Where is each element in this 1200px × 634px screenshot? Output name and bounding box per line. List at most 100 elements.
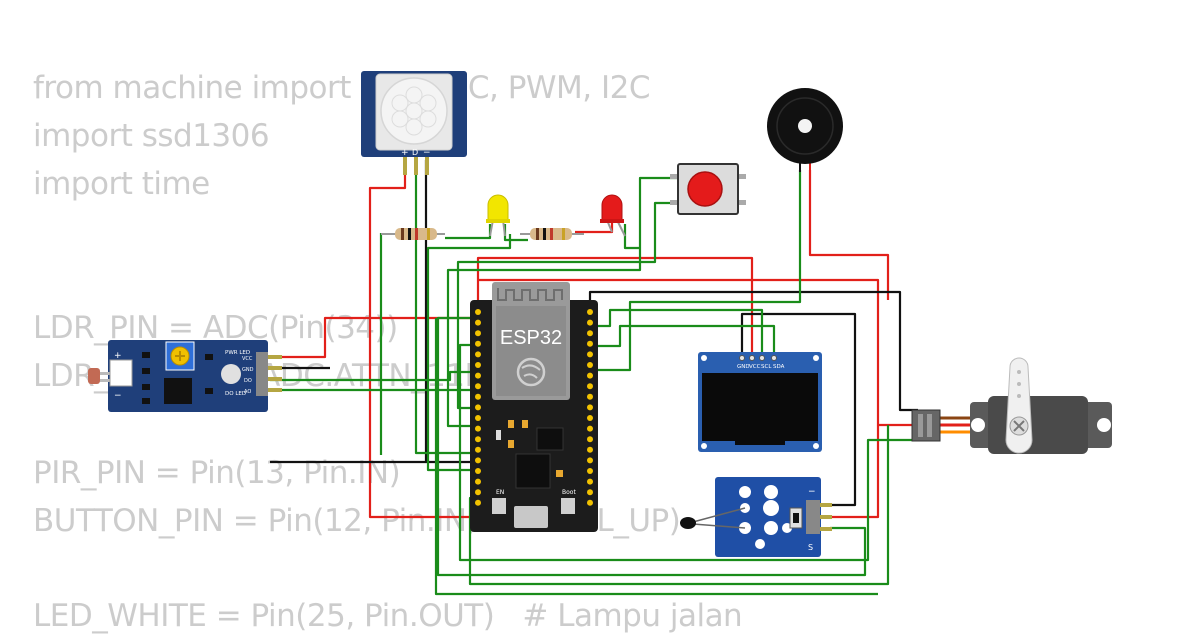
- esp32-pin[interactable]: [475, 404, 481, 411]
- wires: [270, 160, 975, 596]
- esp32-label: ESP32: [500, 327, 562, 349]
- ldr-pin-vcc: VCC: [242, 356, 253, 362]
- esp32-pin[interactable]: [475, 457, 481, 464]
- usb-port: [514, 506, 548, 528]
- esp32-pin[interactable]: [475, 468, 481, 474]
- esp32-pin[interactable]: [587, 340, 593, 347]
- wire-buzzer-red: [808, 170, 890, 300]
- esp32-pin[interactable]: [475, 372, 481, 379]
- esp32-pin[interactable]: [587, 351, 593, 358]
- esp32-pin[interactable]: [475, 340, 481, 347]
- esp32-pin[interactable]: [587, 362, 593, 368]
- esp32-pin[interactable]: [587, 309, 593, 315]
- wire-led-red: [575, 223, 614, 234]
- wire-buzzer: [590, 170, 802, 372]
- ldr-pin-ao: AO: [244, 389, 251, 395]
- esp32-pin[interactable]: [587, 372, 593, 379]
- pir-dome-icon: [380, 77, 448, 145]
- esp32-board[interactable]: ESP32 EN Boot: [470, 282, 598, 532]
- esp32-pin[interactable]: [475, 436, 481, 443]
- servo-motor[interactable]: [911, 357, 1112, 454]
- pir-pin-d: D: [412, 148, 418, 157]
- espressif-logo-icon: [516, 357, 546, 387]
- button-cap-icon: [687, 171, 723, 207]
- wire-servo-sig: [458, 343, 918, 562]
- wire-bottom-loop2: [434, 318, 878, 596]
- esp32-pin[interactable]: [475, 362, 481, 368]
- esp32-pin[interactable]: [475, 393, 481, 400]
- esp32-pin[interactable]: [475, 446, 481, 453]
- esp32-pins-right: [587, 309, 593, 506]
- esp32-pin[interactable]: [587, 478, 593, 485]
- esp32-pin[interactable]: [587, 404, 593, 411]
- esp32-pin[interactable]: [475, 309, 481, 315]
- en-button[interactable]: [492, 498, 506, 514]
- wire-oled-sda: [590, 324, 776, 358]
- esp32-pin[interactable]: [475, 489, 481, 496]
- wire-pir-vcc: [368, 160, 478, 519]
- esp32-pin[interactable]: [587, 468, 593, 474]
- code-line-2: import ssd1306: [33, 118, 270, 154]
- wire-ntc-vcc: [830, 425, 880, 519]
- wire-ldr-do: [270, 370, 478, 382]
- ldr-pin-gnd: GND: [242, 367, 254, 373]
- ntc-module[interactable]: − S: [680, 477, 832, 557]
- esp32-pin[interactable]: [475, 330, 481, 337]
- esp32-pin[interactable]: [475, 319, 481, 326]
- led-red[interactable]: [600, 194, 626, 237]
- pir-sensor[interactable]: + D −: [361, 71, 467, 175]
- ldr-module[interactable]: + − PWR LED DO LED VCC GND DO AO: [88, 340, 282, 412]
- buzzer[interactable]: [767, 88, 843, 172]
- wire-vcc-bus: [476, 256, 754, 318]
- wire-res2: [426, 234, 512, 472]
- esp32-pin[interactable]: [587, 393, 593, 400]
- ldr-pwr-led-label: PWR LED: [225, 350, 250, 356]
- esp32-pin[interactable]: [587, 499, 593, 506]
- pir-pin-minus: −: [423, 148, 431, 158]
- resistor-2[interactable]: [520, 228, 584, 240]
- wire-led-yellow: [445, 224, 492, 240]
- boot-button[interactable]: [561, 498, 575, 514]
- esp32-pins-left: [475, 309, 481, 506]
- ntc-pin-s: S: [808, 543, 813, 552]
- oled-screen: [702, 373, 818, 441]
- esp32-pin[interactable]: [587, 489, 593, 496]
- ldr-pin-plus: +: [114, 351, 122, 361]
- oled-pin-scl: SCL: [761, 364, 772, 370]
- wire-button-2: [456, 201, 680, 410]
- wire-ldr-vcc: [270, 316, 478, 359]
- wire-ntc-s: [436, 316, 867, 577]
- esp32-pin[interactable]: [587, 436, 593, 443]
- esp32-pin[interactable]: [587, 425, 593, 432]
- wire-oled-gnd: [740, 312, 857, 507]
- esp32-pin[interactable]: [475, 351, 481, 358]
- wire-led-r-gnd: [623, 224, 640, 250]
- wire-led-y-gnd: [503, 224, 528, 242]
- code-line-8: LED_WHITE = Pin(25, Pin.OUT) # Lampu jal…: [33, 598, 743, 634]
- oled-pin-gnd: GND: [737, 364, 750, 370]
- oled-display[interactable]: GND VCC SCL SDA: [698, 352, 822, 452]
- esp32-pin[interactable]: [475, 425, 481, 432]
- esp32-pin[interactable]: [587, 446, 593, 453]
- esp32-pin[interactable]: [475, 415, 481, 421]
- oled-pin-sda: SDA: [773, 364, 785, 370]
- ldr-photoresistor-icon: [88, 368, 100, 384]
- esp32-pin[interactable]: [475, 499, 481, 506]
- esp32-pin[interactable]: [587, 319, 593, 326]
- esp32-pin[interactable]: [587, 457, 593, 464]
- esp32-pin[interactable]: [475, 478, 481, 485]
- esp32-pin[interactable]: [587, 330, 593, 337]
- esp32-pin[interactable]: [475, 383, 481, 390]
- wire-servo-vcc: [478, 278, 918, 427]
- led-yellow[interactable]: [486, 194, 510, 237]
- ldr-do-led-label: DO LED: [225, 391, 246, 397]
- resistor-1[interactable]: [381, 228, 445, 240]
- en-label: EN: [496, 489, 504, 496]
- esp32-pin[interactable]: [587, 383, 593, 390]
- code-line-3: import time: [33, 166, 210, 202]
- wire-oled-scl: [590, 308, 764, 358]
- esp32-pin[interactable]: [587, 415, 593, 421]
- push-button[interactable]: [670, 163, 746, 215]
- wire-button-1: [446, 176, 680, 428]
